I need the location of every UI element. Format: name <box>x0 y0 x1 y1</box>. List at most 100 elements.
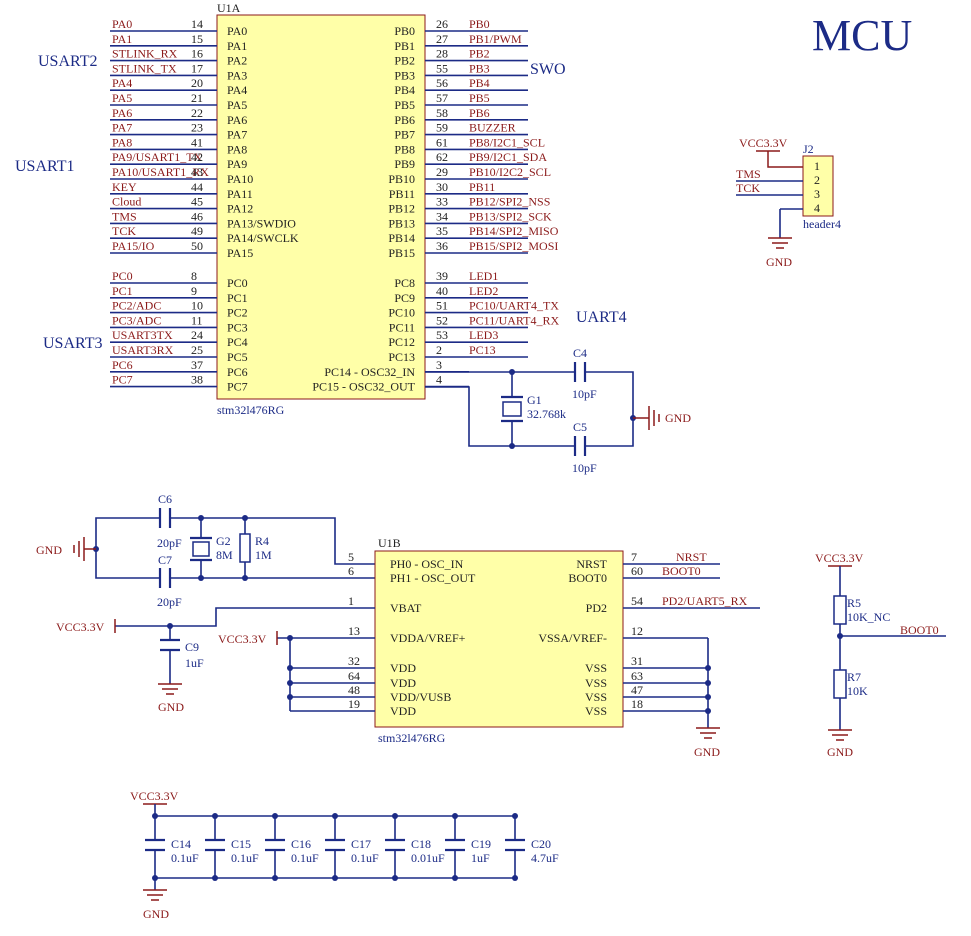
u1a-left-net: USART3RX <box>112 343 174 357</box>
junction-dot <box>332 875 338 881</box>
j2-header: VCC3.3V J2 1 2 3 4 TMS TCK header4 GND <box>736 136 841 269</box>
u1a-left-num: 45 <box>191 195 203 209</box>
junction-dot <box>512 875 518 881</box>
decoupling-cap-list: C140.1uFC150.1uFC160.1uFC170.1uFC180.01u… <box>145 813 559 881</box>
u1a-body <box>216 14 426 400</box>
r5-value: 10K_NC <box>847 610 890 624</box>
junction-dot <box>152 875 158 881</box>
u1a-right-pin: PC14 - OSC32_IN <box>324 365 415 379</box>
j2-net-tms: TMS <box>736 167 761 181</box>
u1a-right-pin: PB2 <box>394 54 415 68</box>
u1a-left-net: STLINK_TX <box>112 61 177 75</box>
u1a-right-num: 57 <box>436 91 448 105</box>
u1a-right-pin: PB5 <box>394 98 415 112</box>
c5-ref: C5 <box>573 420 587 434</box>
cap-value: 0.01uF <box>411 851 445 865</box>
label-swo: SWO <box>530 61 566 78</box>
u1a-right-num: 58 <box>436 106 448 120</box>
u1b-right-pin: VSS <box>585 676 607 690</box>
u1a-left-net: Cloud <box>112 195 141 209</box>
cap-ref: C16 <box>291 837 311 851</box>
u1a-left-net: STLINK_RX <box>112 47 178 61</box>
u1a-right-net: PB8/I2C1_SCL <box>469 135 545 149</box>
hse-crystal-circuit: GND C6 20pF C7 20pF G2 8M R4 1M <box>36 492 375 609</box>
junction-dot <box>332 813 338 819</box>
u1a-left-pin: PC6 <box>227 365 248 379</box>
u1b-right-num: 63 <box>631 669 643 683</box>
u1a-right-num: 27 <box>436 32 448 46</box>
u1b-body <box>374 550 624 728</box>
vbat-vcc: VCC3.3V <box>56 620 105 634</box>
u1a-left-pin: PA1 <box>227 39 247 53</box>
u1b-right-num: 31 <box>631 654 643 668</box>
j2-gnd: GND <box>766 255 792 269</box>
u1a-left-pin: PA4 <box>227 83 247 97</box>
j2-pin-2: 2 <box>814 173 820 187</box>
u1a-right-pin: PB11 <box>389 187 415 201</box>
u1a-left-num: 44 <box>191 180 203 194</box>
u1a-right-pin: PC11 <box>389 320 415 334</box>
u1a-right-pin: PB1 <box>394 39 415 53</box>
u1a-right-num: 51 <box>436 299 448 313</box>
u1b-right-pin: VSS <box>585 690 607 704</box>
u1a-right-pin: PC10 <box>388 306 415 320</box>
junction-dot <box>272 813 278 819</box>
label-usart1: USART1 <box>15 158 75 175</box>
u1a-left-pin: PC4 <box>227 335 248 349</box>
u1a-right-num: 34 <box>436 209 448 223</box>
u1a-left-num: 8 <box>191 269 197 283</box>
u1a-left-num: 20 <box>191 76 203 90</box>
u1a-left-net: PC6 <box>112 358 133 372</box>
u1a-right-net: PB14/SPI2_MISO <box>469 224 559 238</box>
u1a-left-net: PC0 <box>112 269 133 283</box>
decoupling-vcc: VCC3.3V <box>130 789 179 803</box>
g2-value: 8M <box>216 548 233 562</box>
crystal-32k-circuit: C4 10pF C5 10pF G1 32.768k GND <box>425 346 691 475</box>
u1a-left-num: 42 <box>191 150 203 164</box>
u1b-right-pin: BOOT0 <box>568 571 607 585</box>
decoupling-gnd: GND <box>143 907 169 921</box>
u1a-left-pin: PA6 <box>227 113 247 127</box>
u1a-right-num: 29 <box>436 165 448 179</box>
u1a-left-pin: PA10 <box>227 172 253 186</box>
boot-gnd: GND <box>827 745 853 759</box>
u1b-right-pin: VSSA/VREF- <box>538 631 607 645</box>
u1b-left-num: 64 <box>348 669 360 683</box>
u1a-left-num: 41 <box>191 135 203 149</box>
gnd-label: GND <box>665 411 691 425</box>
u1a-right-num: 26 <box>436 17 448 31</box>
u1a-left-net: PC7 <box>112 373 133 387</box>
cap-value: 4.7uF <box>531 851 559 865</box>
u1a-left-num: 49 <box>191 224 203 238</box>
u1b-right-num: 7 <box>631 550 637 564</box>
u1a-right-pin: PC9 <box>394 291 415 305</box>
u1b-right-num: 12 <box>631 624 643 638</box>
u1a-left-num: 23 <box>191 121 203 135</box>
u1a-right-net: LED1 <box>469 269 498 283</box>
u1a-right-pin: PB12 <box>388 202 415 216</box>
j2-net-tck: TCK <box>736 181 760 195</box>
junction-dot <box>212 813 218 819</box>
c7-value: 20pF <box>157 595 182 609</box>
j2-pin-4: 4 <box>814 201 820 215</box>
cap-ref: C19 <box>471 837 491 851</box>
u1a-right-pin: PB14 <box>388 231 415 245</box>
u1a-right-pin: PB3 <box>394 68 415 82</box>
r7-value: 10K <box>847 684 868 698</box>
u1a-right-net: PB11 <box>469 180 495 194</box>
u1a-left-num: 21 <box>191 91 203 105</box>
u1a-left-net: PA4 <box>112 76 132 90</box>
u1a-left-pin: PA14/SWCLK <box>227 231 299 245</box>
u1a-right-net: LED2 <box>469 284 498 298</box>
junction-dot <box>452 813 458 819</box>
u1a-right-net: LED3 <box>469 328 498 342</box>
u1a-left-num: 50 <box>191 239 203 253</box>
r4-value: 1M <box>255 548 272 562</box>
u1a-left-net: TCK <box>112 224 136 238</box>
u1a-left-pin: PA12 <box>227 202 253 216</box>
u1a-right-num: 4 <box>436 373 442 387</box>
c6-ref: C6 <box>158 492 172 506</box>
sheet-title: MCU <box>812 11 912 60</box>
